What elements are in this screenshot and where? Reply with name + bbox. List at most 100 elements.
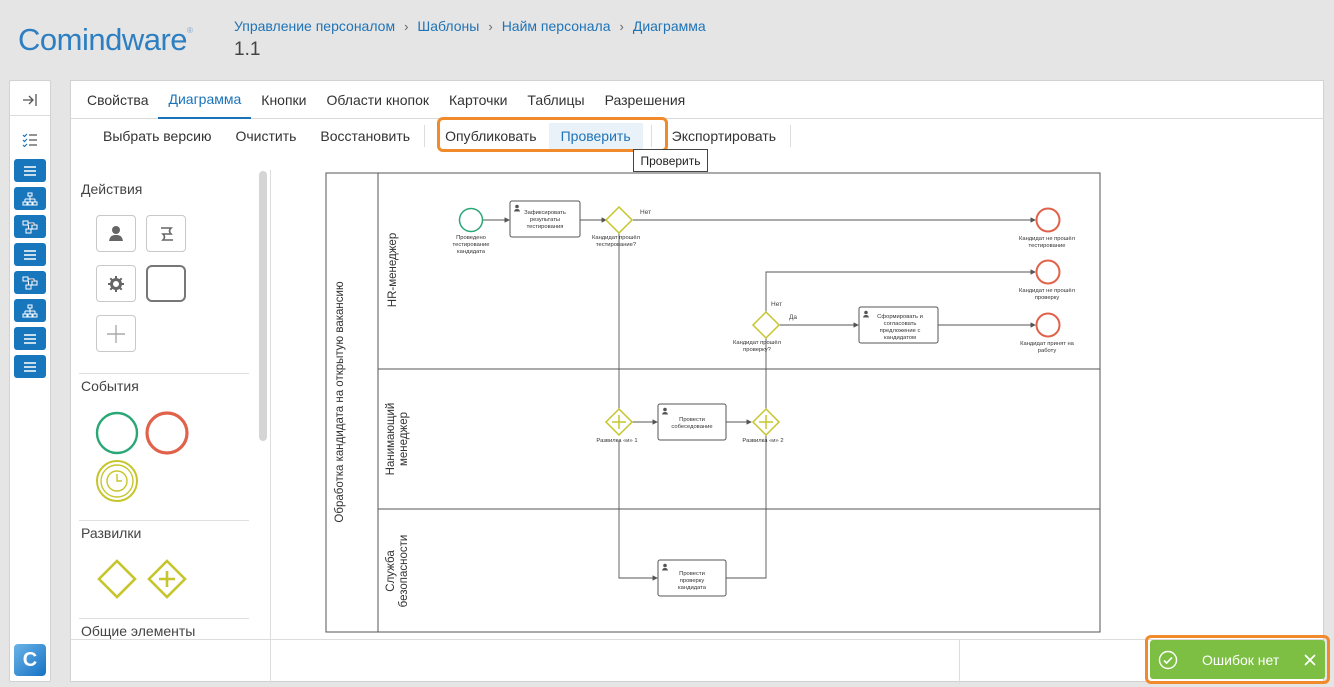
export-button[interactable]: Экспортировать [671,128,777,144]
sidebar-item-org[interactable] [14,187,46,210]
breadcrumb-item[interactable]: Управление персоналом [234,18,396,34]
palette-divider [79,618,249,619]
process-icon [22,220,38,233]
list-icon [24,361,36,372]
element-palette: Действия События Развилки О [71,171,271,683]
parallel-gateway-tool[interactable] [143,555,191,603]
collapse-right-icon[interactable] [10,85,50,115]
tab-diagram[interactable]: Диаграмма [158,81,252,119]
success-toast: Ошибок нет [1150,640,1325,679]
sidebar-item-list[interactable] [14,327,46,350]
service-task-tool[interactable] [96,265,136,302]
lane-label-hiring: Нанимающий [385,403,397,476]
lane-security[interactable]: Служба безопасности [385,535,410,608]
tab-permissions[interactable]: Разрешения [604,92,686,108]
breadcrumb-item[interactable]: Диаграмма [632,18,706,34]
tab-tables[interactable]: Таблицы [527,92,585,108]
clear-button[interactable]: Очистить [235,128,297,144]
org-chart-icon [22,192,38,205]
sidebar-item-list[interactable] [14,243,46,266]
toolbar-divider [424,125,426,147]
app-logo[interactable]: C [14,644,46,676]
sidebar-item-org[interactable] [14,299,46,322]
check-button[interactable]: Проверить [548,123,643,149]
palette-section-events: События [81,378,139,394]
left-sidebar: C [9,80,51,682]
user-task-tool[interactable] [96,215,136,252]
chevron-right-icon: › [619,18,624,34]
script-icon [161,226,173,241]
sidebar-item-list[interactable] [14,355,46,378]
user-icon [514,204,520,212]
parallel-gateway-2[interactable]: Развилка «и» 2 [742,407,784,444]
svg-text:Развилка «и» 2: Развилка «и» 2 [742,438,783,444]
tab-buttons[interactable]: Кнопки [261,92,307,108]
svg-text:Развилка «и» 1: Развилка «и» 1 [596,438,637,444]
sidebar-item-list[interactable] [14,159,46,182]
sidebar-item-process[interactable] [14,215,46,238]
flow-label-yes: Да [789,314,797,321]
task-list-icon[interactable] [10,125,50,155]
process-icon [22,276,38,289]
close-icon[interactable] [1302,652,1318,668]
user-icon [662,563,668,571]
breadcrumb-item[interactable]: Шаблоны [417,18,480,34]
tab-button-areas[interactable]: Области кнопок [326,92,430,108]
restore-button[interactable]: Восстановить [320,128,411,144]
flow-label-no: Нет [771,301,782,308]
exclusive-gateway-tool[interactable] [93,555,141,603]
script-task-tool[interactable] [146,215,186,252]
gear-icon [108,275,124,292]
task-tool[interactable] [146,265,186,302]
start-event-tool[interactable] [93,409,141,457]
breadcrumb-item[interactable]: Найм персонала [501,18,611,34]
end-event-tool[interactable] [143,409,191,457]
diagram-canvas[interactable]: Обработка кандидата на открытую вакансию… [271,170,1323,640]
chevron-right-icon: › [404,18,409,34]
lane-hr[interactable]: HR-менеджер [378,233,1100,370]
add-element-tool[interactable] [96,315,136,352]
palette-scrollbar[interactable] [259,171,267,441]
sequence-flows [483,217,1036,581]
tab-properties[interactable]: Свойства [87,92,149,108]
user-icon [109,225,123,241]
breadcrumb: Управление персоналом › Шаблоны › Найм пер… [234,18,706,34]
comindware-logo: Comindware® [18,22,193,57]
toolbar-divider [650,125,652,147]
parallel-gateway-1[interactable]: Развилка «и» 1 [596,407,638,444]
palette-divider [79,373,249,374]
pool[interactable]: Обработка кандидата на открытую вакансию [325,172,1101,633]
sidebar-item-process[interactable] [14,271,46,294]
palette-divider [270,170,271,683]
tab-cards[interactable]: Карточки [449,92,508,108]
select-version-button[interactable]: Выбрать версию [103,128,212,144]
lane-label-security: Служба [385,550,397,592]
list-icon [24,249,36,260]
palette-divider [79,520,249,521]
flow-label-no: Нет [640,209,651,216]
lane-label-hiring: менеджер [398,412,410,466]
status-bar [71,639,1323,684]
timer-event-tool[interactable] [93,457,141,505]
lane-hiring-manager[interactable]: Нанимающий менеджер [378,403,1100,510]
toolbar-divider [790,125,792,147]
publish-button[interactable]: Опубликовать [445,128,537,144]
